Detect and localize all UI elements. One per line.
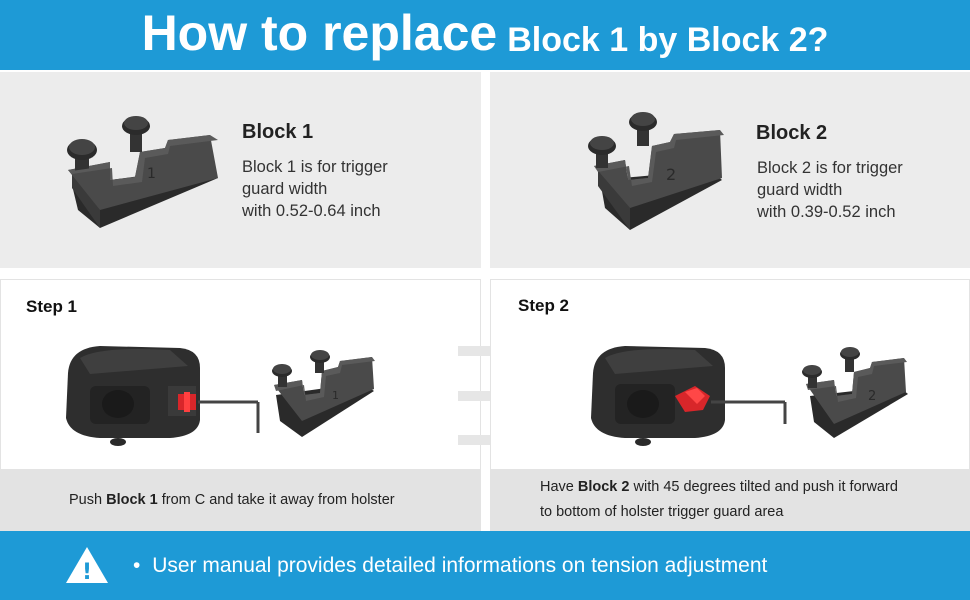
block1-line2: guard width — [242, 180, 328, 198]
footer-note: • User manual provides detailed informat… — [133, 554, 767, 578]
step2-caption-post: with 45 degrees tilted and push it forwa… — [629, 479, 898, 495]
step2-caption-pre: Have — [540, 479, 578, 495]
step1-caption: Push Block 1 from C and take it away fro… — [0, 469, 481, 531]
block1-line3: with 0.52-0.64 inch — [242, 202, 381, 220]
step2-caption: Have Block 2 with 45 degrees tilted and … — [490, 469, 970, 531]
block2-line2: guard width — [757, 181, 843, 199]
block1-description: Block 1 is for trigger guard width with … — [242, 156, 388, 222]
footer-bullet: • — [133, 554, 141, 577]
title-sub: Block 1 by Block 2? — [507, 21, 829, 59]
step1-caption-post: from C and take it away from holster — [157, 492, 395, 508]
footer-note-text: User manual provides detailed informatio… — [152, 554, 768, 577]
step2-block-engraving: 2 — [868, 389, 876, 404]
block2-image: 2 — [570, 108, 730, 238]
block2-description: Block 2 is for trigger guard width with … — [757, 157, 903, 223]
block2-engraving: 2 — [666, 165, 676, 184]
block2-title: Block 2 — [756, 122, 828, 144]
warning-glyph: ! — [82, 560, 92, 585]
step1-caption-pre: Push — [69, 492, 107, 508]
block2-line1: Block 2 is for trigger — [757, 159, 903, 177]
title-main: How to replace — [141, 5, 498, 61]
step2-block-image: 2 — [790, 342, 915, 447]
block1-line1: Block 1 is for trigger — [242, 158, 388, 176]
block1-title: Block 1 — [242, 121, 314, 143]
step2-holster-image — [585, 338, 795, 448]
block2-panel — [490, 72, 970, 268]
step1-block-engraving: 1 — [332, 389, 339, 402]
header-banner — [0, 0, 970, 70]
step1-block-image: 1 — [262, 345, 382, 445]
block1-engraving: 1 — [147, 166, 156, 182]
step1-title: Step 1 — [26, 297, 78, 316]
step2-caption-line2: to bottom of holster trigger guard area — [540, 504, 784, 520]
footer-banner — [0, 531, 970, 600]
step1-caption-bold: Block 1 — [106, 492, 158, 508]
block1-image: 1 — [50, 110, 225, 245]
warning-triangle-icon: ! — [64, 545, 110, 585]
step2-caption-bold: Block 2 — [577, 479, 630, 495]
step2-title: Step 2 — [518, 296, 570, 315]
block2-line3: with 0.39-0.52 inch — [757, 203, 896, 221]
step1-holster-image — [60, 338, 270, 448]
